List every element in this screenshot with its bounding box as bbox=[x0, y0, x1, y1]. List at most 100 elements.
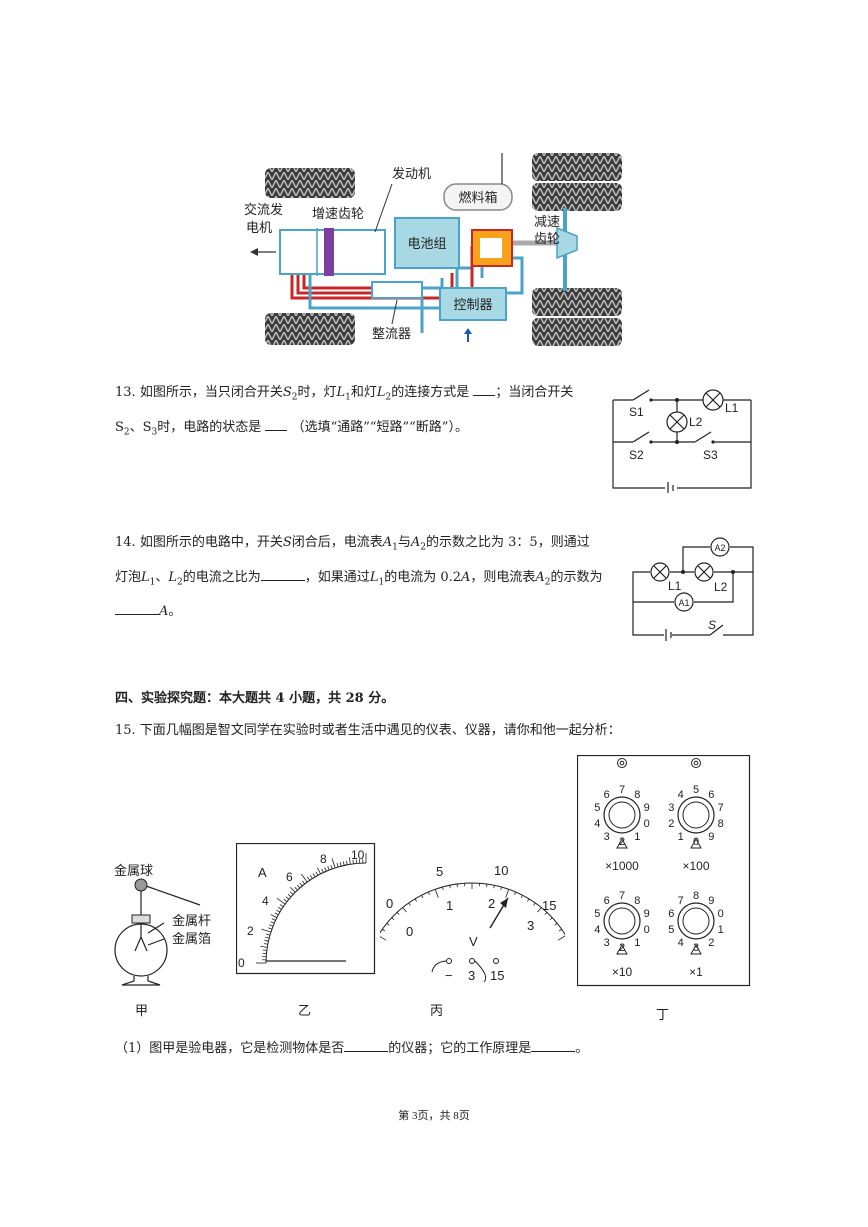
multiplier-1000: ×1000 bbox=[605, 859, 639, 873]
q14-l1-label: L1 bbox=[668, 579, 682, 593]
ammeter-tick-mark bbox=[330, 865, 333, 870]
page-footer: 第 3页，共 8页 bbox=[398, 1110, 470, 1122]
voltmeter-tick-mark bbox=[427, 891, 430, 895]
ammeter-tick-mark bbox=[339, 862, 342, 867]
speed-up-gear bbox=[324, 228, 334, 276]
ammeter-tick-mark bbox=[342, 861, 345, 866]
fuel-tank-box bbox=[443, 183, 513, 211]
ammeter-tick-mark bbox=[270, 914, 278, 918]
ammeter-tick-mark bbox=[262, 949, 267, 951]
dial-digit: 4 bbox=[678, 789, 684, 801]
voltmeter-tick-mark bbox=[396, 912, 400, 915]
ammeter-tick-mark bbox=[324, 867, 327, 872]
q13-s1-label: S1 bbox=[629, 405, 644, 419]
dial-digit: 7 bbox=[619, 784, 625, 796]
q15-answer-blank-2[interactable] bbox=[531, 1038, 576, 1052]
ammeter-tick-mark bbox=[299, 882, 303, 887]
voltmeter-tick-mark bbox=[527, 898, 530, 902]
ammeter-tick-mark bbox=[276, 898, 286, 905]
voltmeter-tick-mark bbox=[557, 935, 565, 941]
q14-answer-blank-2[interactable] bbox=[115, 601, 159, 616]
ammeter-tick-mark bbox=[287, 893, 292, 898]
dial-digit: 3 bbox=[604, 831, 610, 843]
ammeter-tick-mark bbox=[290, 887, 296, 893]
ammeter-tick-mark bbox=[264, 939, 269, 942]
ammeter-tick-mark bbox=[331, 858, 336, 869]
q13-l1-label: L1 bbox=[725, 401, 739, 415]
alternator-label-2: 电机 bbox=[246, 220, 272, 235]
multiplier-1: ×1 bbox=[689, 965, 703, 979]
ammeter-scale bbox=[256, 853, 367, 964]
ammeter-tick-mark bbox=[279, 904, 284, 908]
voltmeter-tick-mark bbox=[533, 902, 536, 906]
voltmeter-tick-mark bbox=[514, 891, 517, 895]
ammeter-tick-mark bbox=[315, 871, 319, 876]
dial-digit: 6 bbox=[668, 908, 674, 920]
ammeter-tick-mark bbox=[265, 936, 270, 939]
electroscope-rod-label: 金属杆 bbox=[172, 913, 211, 928]
voltmeter-scale bbox=[380, 882, 565, 941]
wheel-rear-right-1 bbox=[532, 288, 622, 316]
ammeter-tick-mark bbox=[263, 943, 268, 945]
q15-answer-blank-1[interactable] bbox=[344, 1038, 389, 1052]
ammeter-tick-mark bbox=[312, 873, 316, 878]
wheel-front-right-2 bbox=[532, 183, 622, 211]
ammeter-tick-mark bbox=[307, 876, 311, 881]
dial-digit: 4 bbox=[678, 937, 684, 949]
ammeter-tick-mark bbox=[276, 909, 281, 913]
ammeter-tick-mark bbox=[309, 874, 313, 879]
ammeter-tick-10: 10 bbox=[351, 848, 365, 862]
dial-digit: 6 bbox=[604, 895, 610, 907]
question-15-intro: 15. 下面几幅图是智文同学在实验时或者生活中遇见的仪表、仪器，请你和他一起分析… bbox=[115, 723, 621, 738]
q14-a2-label: A2 bbox=[714, 543, 725, 553]
wheel-front-left bbox=[265, 168, 355, 198]
ammeter-tick-mark bbox=[301, 873, 308, 883]
voltmeter-outer-10: 10 bbox=[494, 863, 508, 878]
q14-answer-blank-1[interactable] bbox=[260, 567, 305, 581]
voltmeter-tick-mark bbox=[500, 886, 502, 891]
ammeter-tick-mark bbox=[274, 912, 279, 916]
q14-a1-label: A1 bbox=[678, 598, 689, 608]
alternator-label-1: 交流发 bbox=[244, 202, 283, 217]
ammeter-tick-2: 2 bbox=[247, 924, 254, 938]
dial-pointer-icon bbox=[690, 837, 702, 849]
controller-box bbox=[439, 287, 507, 321]
dial-digit: 4 bbox=[594, 818, 600, 830]
dial-digit: 1 bbox=[634, 831, 640, 843]
dial-digit: 3 bbox=[604, 937, 610, 949]
reduction-gear-label-2: 齿轮 bbox=[534, 231, 560, 246]
dial-digit: 7 bbox=[718, 802, 724, 814]
wheel-front-right-1 bbox=[532, 153, 622, 181]
rectifier-box bbox=[371, 281, 423, 299]
q13-answer-blank-1[interactable] bbox=[473, 382, 496, 396]
voltmeter-tick-mark bbox=[382, 928, 386, 932]
ammeter-tick-mark bbox=[348, 857, 351, 865]
electroscope-figure: 金属球 金属杆 金属箔 bbox=[114, 863, 211, 986]
dial-digit: 5 bbox=[594, 802, 600, 814]
ammeter-tick-mark bbox=[261, 928, 272, 933]
dial-digit: 5 bbox=[668, 924, 674, 936]
electroscope-foil-label: 金属箔 bbox=[172, 931, 211, 946]
wheel-rear-right-2 bbox=[532, 318, 622, 346]
q13-answer-blank-2[interactable] bbox=[265, 417, 288, 431]
dial-digit: 8 bbox=[718, 818, 724, 830]
dial-digit: 6 bbox=[604, 789, 610, 801]
dial-digit: 5 bbox=[594, 908, 600, 920]
ammeter-tick-mark bbox=[296, 884, 301, 889]
q13-s2-label: S2 bbox=[629, 448, 644, 462]
dial-digit: 5 bbox=[693, 784, 699, 796]
fuel-tank-label: 燃料箱 bbox=[458, 190, 497, 205]
voltmeter-tick-mark bbox=[537, 907, 542, 913]
ammeter-unit: A bbox=[258, 865, 267, 880]
ammeter-tick-mark bbox=[346, 860, 348, 865]
q15-sub-1: （1）图甲是验电器，它是检测物体是否的仪器；它的工作原理是。 bbox=[115, 1034, 755, 1064]
section-4-heading: 四、实验探究题：本大题共 4 小题，共 28 分。 bbox=[115, 691, 395, 706]
ammeter-tick-mark bbox=[277, 906, 282, 910]
voltmeter-scale-arc bbox=[380, 882, 565, 936]
q13-line-2: S2、S3时，电路的状态是 （选填“通路”“短路”“断路”）。 bbox=[115, 413, 615, 448]
resistance-dial-knob bbox=[682, 907, 710, 935]
multiplier-100: ×100 bbox=[682, 859, 709, 873]
voltmeter-inner-3: 3 bbox=[527, 918, 534, 933]
q13-line-1: 13. 如图所示，当只闭合开关S2时，灯L1和灯L2的连接方式是 ；当闭合开关 bbox=[115, 378, 615, 413]
